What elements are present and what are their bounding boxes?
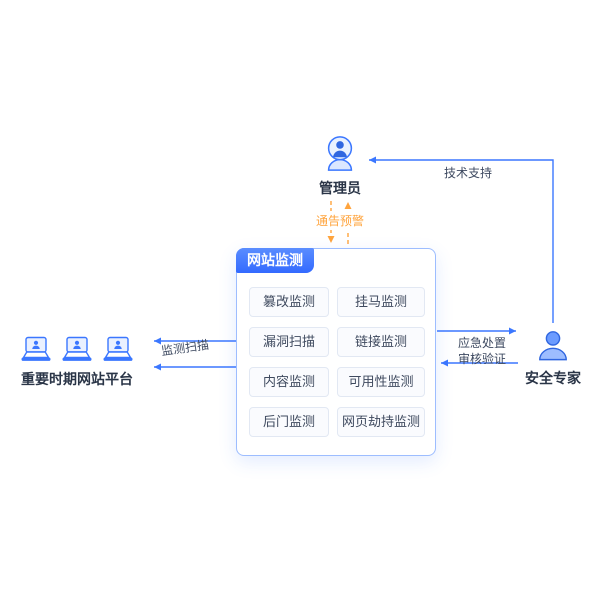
vuln-scan-button[interactable]: 漏洞扫描 [249, 327, 329, 357]
admin-node: 管理员 [312, 134, 368, 198]
monitor-grid: 篡改监测 挂马监测 漏洞扫描 链接监测 内容监测 可用性监测 后门监测 网页劫持… [249, 287, 425, 437]
backdoor-monitor-button[interactable]: 后门监测 [249, 407, 329, 437]
expert-node: 安全专家 [521, 328, 585, 388]
platform-node: 重要时期网站平台 [14, 336, 140, 389]
content-monitor-button[interactable]: 内容监测 [249, 367, 329, 397]
emergency-label: 应急处置 [457, 336, 506, 350]
panel-title: 网站监测 [236, 248, 314, 273]
admin-label: 管理员 [319, 180, 361, 196]
hijack-monitor-button[interactable]: 网页劫持监测 [337, 407, 425, 437]
laptop-icon [20, 336, 52, 363]
monitor-panel: 网站监测 篡改监测 挂马监测 漏洞扫描 链接监测 内容监测 可用性监测 后门监测… [236, 248, 436, 456]
admin-user-icon [321, 134, 359, 172]
laptop-row [20, 336, 134, 363]
audit-label: 审核验证 [457, 352, 506, 366]
availability-monitor-button[interactable]: 可用性监测 [337, 367, 425, 397]
link-monitor-button[interactable]: 链接监测 [337, 327, 425, 357]
expert-user-icon [536, 328, 570, 362]
tech-support-label: 技术支持 [443, 166, 492, 180]
notice-warning-label: 通告预警 [311, 211, 369, 230]
trojan-monitor-button[interactable]: 挂马监测 [337, 287, 425, 317]
scan-label: 监测扫描 [160, 337, 210, 359]
laptop-icon [102, 336, 134, 363]
platform-label: 重要时期网站平台 [21, 371, 133, 387]
expert-label: 安全专家 [525, 370, 581, 386]
tamper-monitor-button[interactable]: 篡改监测 [249, 287, 329, 317]
laptop-icon [61, 336, 93, 363]
